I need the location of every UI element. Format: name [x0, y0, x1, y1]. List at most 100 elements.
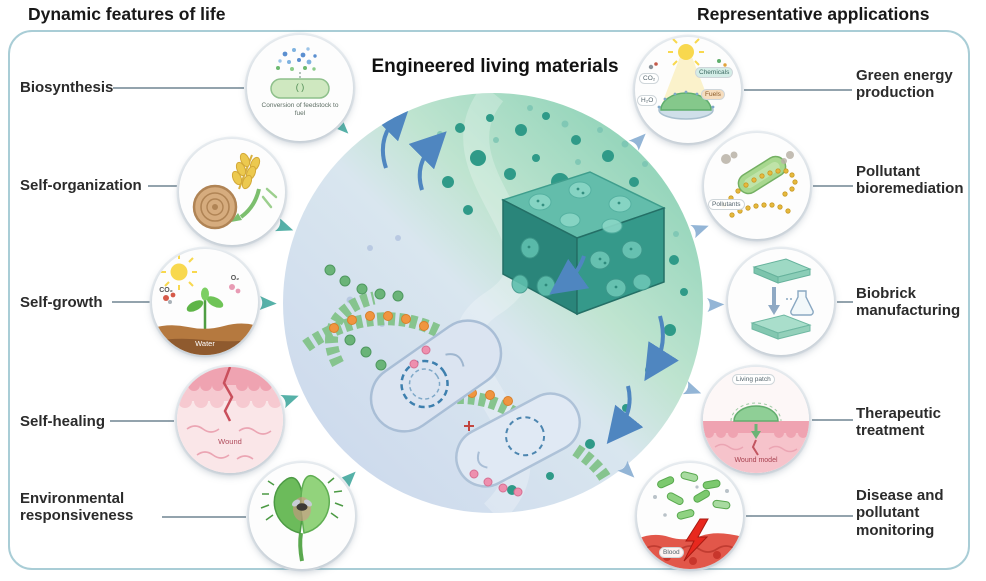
vessels	[186, 425, 272, 460]
o2-molecules	[229, 284, 241, 294]
soil	[152, 323, 258, 355]
connector-biobrick	[837, 301, 853, 303]
self-healing-illustration	[177, 367, 283, 473]
patch-arrow	[751, 424, 761, 439]
wound-label: Wound	[218, 437, 242, 446]
wheat	[231, 152, 261, 190]
fuels-label: Fuels	[701, 89, 725, 101]
bacterium-capsule-a	[369, 319, 503, 433]
light-beam	[663, 57, 709, 101]
left-section-title: Dynamic features of life	[28, 4, 226, 24]
biobrick-illustration	[750, 258, 814, 340]
connector-bioremediation	[813, 185, 853, 187]
label-environmental-responsiveness: Environmental responsiveness	[20, 490, 134, 525]
feedstock-dots	[276, 47, 317, 71]
wound-model-label: Wound model	[734, 457, 778, 464]
border-frame	[8, 30, 970, 570]
label-green-energy: Green energy production	[856, 67, 953, 102]
o2-label: O₂	[230, 275, 240, 282]
sensor-bacteria	[657, 471, 731, 520]
capsule-glyph: ( )	[295, 82, 305, 92]
patch-aura	[730, 402, 782, 422]
wound-crack	[222, 367, 234, 422]
therapeutic-icon: Living patch Wound model	[703, 367, 809, 473]
biosynthesis-illustration	[270, 47, 330, 99]
connector-monitoring	[746, 515, 853, 517]
co2-label: CO₂	[639, 73, 660, 85]
center-title: Engineered living materials	[371, 56, 619, 77]
bioremediation-icon: Pollutants	[704, 133, 810, 239]
stem	[298, 532, 304, 562]
particles	[653, 485, 729, 517]
circulation-arrows	[372, 103, 679, 445]
molecules	[648, 59, 727, 70]
seedling	[186, 287, 224, 329]
living-patch-label: Living patch	[732, 374, 775, 386]
label-therapeutic: Therapeutic treatment	[856, 405, 942, 440]
chemicals-label: Chemicals	[695, 67, 734, 79]
co2-label: CO₂	[159, 287, 173, 294]
biosynthesis-caption: Conversion of feedstock to fuel	[261, 102, 339, 118]
connector-biosynthesis	[113, 87, 244, 89]
self-organization-icon	[179, 139, 285, 245]
flask-icon	[786, 290, 814, 316]
co2-molecules	[163, 292, 176, 304]
label-self-organization: Self-organization	[20, 177, 142, 194]
top-biobrick	[752, 258, 812, 284]
pink-pili	[409, 345, 523, 497]
lightning-bolt-icon	[683, 518, 709, 562]
green-energy-illustration	[648, 38, 727, 120]
pollutants-label: Pollutants	[708, 199, 745, 211]
green-energy-icon: CO₂ H₂O Chemicals Fuels	[635, 37, 741, 143]
therapeutic-illustration	[703, 367, 809, 473]
pollutant-blobs	[721, 151, 794, 164]
connector-therapeutic	[812, 419, 853, 421]
connector-environmental-responsiveness	[162, 516, 246, 518]
label-self-growth: Self-growth	[20, 294, 103, 311]
assembly-arrow	[239, 188, 261, 219]
connector-green-energy	[744, 89, 852, 91]
process-arrow	[768, 287, 780, 315]
connector-self-organization	[148, 185, 177, 187]
monitoring-icon: Blood	[637, 463, 743, 569]
blood-label: Blood	[659, 547, 684, 559]
bioreactor-capsule	[270, 78, 330, 99]
label-self-healing: Self-healing	[20, 413, 106, 430]
plus-mark	[464, 421, 474, 431]
self-organization-illustration	[192, 152, 278, 230]
bacterium-capsule-b	[455, 392, 581, 488]
sun-icon	[161, 254, 197, 290]
biobrick-icon	[728, 249, 834, 355]
self-growth-illustration	[152, 254, 258, 355]
wound-crack	[751, 439, 759, 456]
biosynthesis-icon: ( ) Conversion of feedstock to fuel	[247, 35, 353, 141]
central-illustration	[283, 93, 703, 513]
connector-self-growth	[112, 301, 150, 303]
label-monitoring: Disease and pollutant monitoring	[856, 487, 944, 539]
label-biobrick: Biobrick manufacturing	[856, 285, 961, 320]
env-responsiveness-illustration	[260, 474, 344, 562]
dermis-scallops	[177, 379, 283, 391]
sun-icon	[668, 38, 704, 66]
environmental-responsiveness-icon	[249, 463, 355, 569]
self-growth-icon: CO₂ O₂ Water	[152, 249, 258, 355]
self-healing-icon: Wound	[177, 367, 283, 473]
bioremediation-illustration	[721, 151, 798, 218]
culture-dish	[657, 90, 715, 120]
right-section-title: Representative applications	[697, 4, 930, 24]
label-bioremediation: Pollutant bioremediation	[856, 163, 964, 198]
wood-log	[192, 184, 238, 230]
fly	[291, 499, 313, 511]
bottom-biobrick	[750, 314, 812, 340]
label-biosynthesis: Biosynthesis	[20, 79, 114, 96]
h2o-label: H₂O	[637, 95, 658, 107]
wound-scallops	[704, 428, 808, 438]
mid-scallops	[178, 394, 282, 408]
assembly-arrowhead	[231, 213, 242, 222]
monitoring-illustration	[637, 471, 743, 569]
water-label: Water	[195, 339, 215, 348]
fibers	[261, 187, 278, 209]
vessels	[714, 443, 798, 453]
connector-self-healing	[110, 420, 174, 422]
